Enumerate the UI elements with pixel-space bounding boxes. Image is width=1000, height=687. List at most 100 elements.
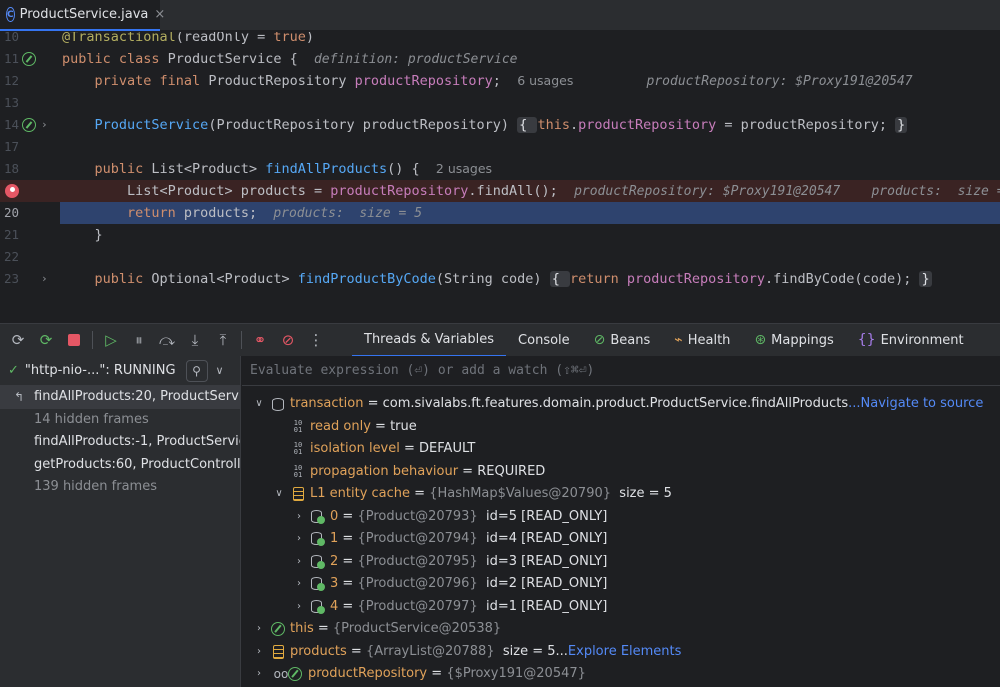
class-c-icon: C xyxy=(6,7,15,22)
tab-mappings[interactable]: ⊛Mappings xyxy=(742,324,845,357)
usages-hint[interactable]: 6 usages xyxy=(517,73,574,88)
variable-row[interactable]: ›this = {ProductService@20538} xyxy=(252,618,509,641)
stop-icon[interactable] xyxy=(60,326,88,354)
hidden-frames-item[interactable]: 139 hidden frames xyxy=(0,476,240,499)
code-line[interactable]: 18 public List<Product> findAllProducts(… xyxy=(0,158,1000,180)
beans-icon: ⊘ xyxy=(593,332,606,348)
line-gutter[interactable]: 20 xyxy=(0,202,60,224)
variable-row[interactable]: ›1 = {Product@20794} id=4 [READ_ONLY] xyxy=(292,528,607,551)
chevron-right-icon[interactable]: › xyxy=(257,645,261,657)
line-gutter[interactable]: 21 xyxy=(0,224,60,246)
tab-health[interactable]: ⌁Health xyxy=(662,324,742,357)
line-gutter[interactable]: 18 xyxy=(0,158,60,180)
tab-console[interactable]: Console xyxy=(506,324,582,357)
line-gutter[interactable] xyxy=(0,180,60,202)
variable-row[interactable]: ›2 = {Product@20795} id=3 [READ_ONLY] xyxy=(292,551,607,574)
chevron-down-icon[interactable]: ∨ xyxy=(275,488,283,499)
code-line[interactable]: 21 } xyxy=(0,224,1000,246)
restart-debug-icon[interactable]: ⟳ xyxy=(39,331,53,349)
line-number: 12 xyxy=(4,73,20,88)
chevron-right-icon[interactable]: › xyxy=(297,533,301,544)
variable-row[interactable]: ›4 = {Product@20797} id=1 [READ_ONLY] xyxy=(292,596,607,619)
chevron-right-icon[interactable]: › xyxy=(257,668,261,679)
hidden-frames-item[interactable]: 14 hidden frames xyxy=(0,409,240,432)
fold-chevron-icon[interactable]: › xyxy=(41,118,48,131)
code-token: private final xyxy=(62,73,209,89)
tab-beans[interactable]: ⊘Beans xyxy=(582,324,663,357)
variable-row[interactable]: ›0 = {Product@20793} id=5 [READ_ONLY] xyxy=(292,506,607,529)
code-line[interactable]: 12 private final ProductRepository produ… xyxy=(0,70,1000,92)
more-options-icon[interactable]: ⋮ xyxy=(308,331,324,349)
step-out-icon[interactable]: ⤒ xyxy=(219,331,227,349)
step-into-icon[interactable]: ⤓ xyxy=(191,331,199,349)
code-line[interactable]: List<Product> products = productReposito… xyxy=(0,180,1000,202)
stack-frame-item[interactable]: getProducts:60, ProductController xyxy=(0,454,240,477)
stack-frame-item[interactable]: ↰findAllProducts:20, ProductService xyxy=(0,386,240,409)
code-line[interactable]: 13 xyxy=(0,92,1000,114)
code-token: .findAll(); xyxy=(468,183,575,199)
code-line[interactable]: 20 return products; products: size = 5 xyxy=(0,202,1000,224)
stack-frame-item[interactable]: findAllProducts:-1, ProductService xyxy=(0,431,240,454)
line-gutter[interactable]: 17 xyxy=(0,136,60,158)
variable-row[interactable]: ›3 = {Product@20796} id=2 [READ_ONLY] xyxy=(292,573,607,596)
line-number: 13 xyxy=(4,95,20,110)
chevron-right-icon[interactable]: › xyxy=(297,578,301,589)
equals-sign: = xyxy=(338,508,358,524)
navigate-to-source-link[interactable]: ...Navigate to source xyxy=(848,396,984,411)
code-line[interactable]: 22 xyxy=(0,246,1000,268)
evaluate-expression-input[interactable]: Evaluate expression (⏎) or add a watch (… xyxy=(242,356,1000,386)
mute-breakpoints-icon[interactable]: ⊘ xyxy=(281,331,295,349)
fold-chevron-icon[interactable]: › xyxy=(41,272,48,285)
pause-icon[interactable]: ⏸ xyxy=(135,331,143,349)
frame-label: 139 hidden frames xyxy=(34,479,157,494)
variable-value: REQUIRED xyxy=(477,463,546,479)
breakpoint-icon[interactable] xyxy=(5,184,19,198)
spring-bean-icon[interactable] xyxy=(22,52,36,66)
chevron-right-icon[interactable]: › xyxy=(297,600,301,612)
variable-row[interactable]: ›products = {ArrayList@20788} size = 5..… xyxy=(252,641,681,664)
line-number: 21 xyxy=(4,227,20,242)
close-icon[interactable]: × xyxy=(154,7,166,22)
thread-selector[interactable]: ✓ "http-nio-...": RUNNING ⚲ ∨ xyxy=(0,356,240,386)
line-gutter[interactable]: 23› xyxy=(0,268,60,290)
line-gutter[interactable]: 12 xyxy=(0,70,60,92)
spring-bean-icon[interactable] xyxy=(22,118,36,132)
line-gutter[interactable]: 22 xyxy=(0,246,60,268)
step-over-icon[interactable]: ⤼ xyxy=(158,331,176,349)
explore-elements-link[interactable]: Explore Elements xyxy=(567,643,682,659)
rerun-icon[interactable]: ⟳ xyxy=(11,331,25,349)
line-gutter[interactable]: 11 xyxy=(0,48,60,70)
chevron-down-icon[interactable]: ∨ xyxy=(255,398,263,409)
code-line[interactable]: 14› ProductService(ProductRepository pro… xyxy=(0,114,1000,136)
line-gutter[interactable]: 14› xyxy=(0,114,60,136)
chevron-right-icon[interactable]: › xyxy=(297,510,301,522)
view-breakpoints-icon[interactable]: ⚭ xyxy=(253,331,267,349)
chevron-right-icon[interactable]: › xyxy=(257,623,261,634)
tab-threads-variables[interactable]: Threads & Variables xyxy=(352,324,507,357)
inline-debug-value: productRepository: $Proxy191@20547 xyxy=(646,74,913,89)
chevron-right-icon[interactable]: › xyxy=(297,555,301,567)
line-gutter[interactable]: 10 xyxy=(0,32,60,48)
code-line[interactable]: 17 xyxy=(0,136,1000,158)
code-line[interactable]: 23› public Optional<Product> findProduct… xyxy=(0,268,1000,290)
equals-sign: = xyxy=(370,418,391,434)
code-line[interactable]: 10@Transactional(readOnly = true) xyxy=(0,32,1000,48)
editor-tab-productservice[interactable]: C ProductService.java × xyxy=(0,0,165,31)
usages-hint[interactable]: 2 usages xyxy=(435,161,493,176)
chevron-down-icon[interactable]: ∨ xyxy=(215,364,224,377)
database-icon xyxy=(270,396,286,412)
variable-row[interactable]: ∨transaction = com.sivalabs.ft.features.… xyxy=(252,393,983,416)
resume-icon[interactable]: ▷ xyxy=(105,331,117,349)
line-gutter[interactable]: 13 xyxy=(0,92,60,114)
filter-icon[interactable]: ⚲ xyxy=(185,359,208,382)
tab-environment[interactable]: {}Environment xyxy=(846,324,976,357)
variable-row[interactable]: ∨L1 entity cache = {HashMap$Values@20790… xyxy=(272,483,672,506)
frames-panel: ✓ "http-nio-...": RUNNING ⚲ ∨ ↰findAllPr… xyxy=(0,356,241,687)
